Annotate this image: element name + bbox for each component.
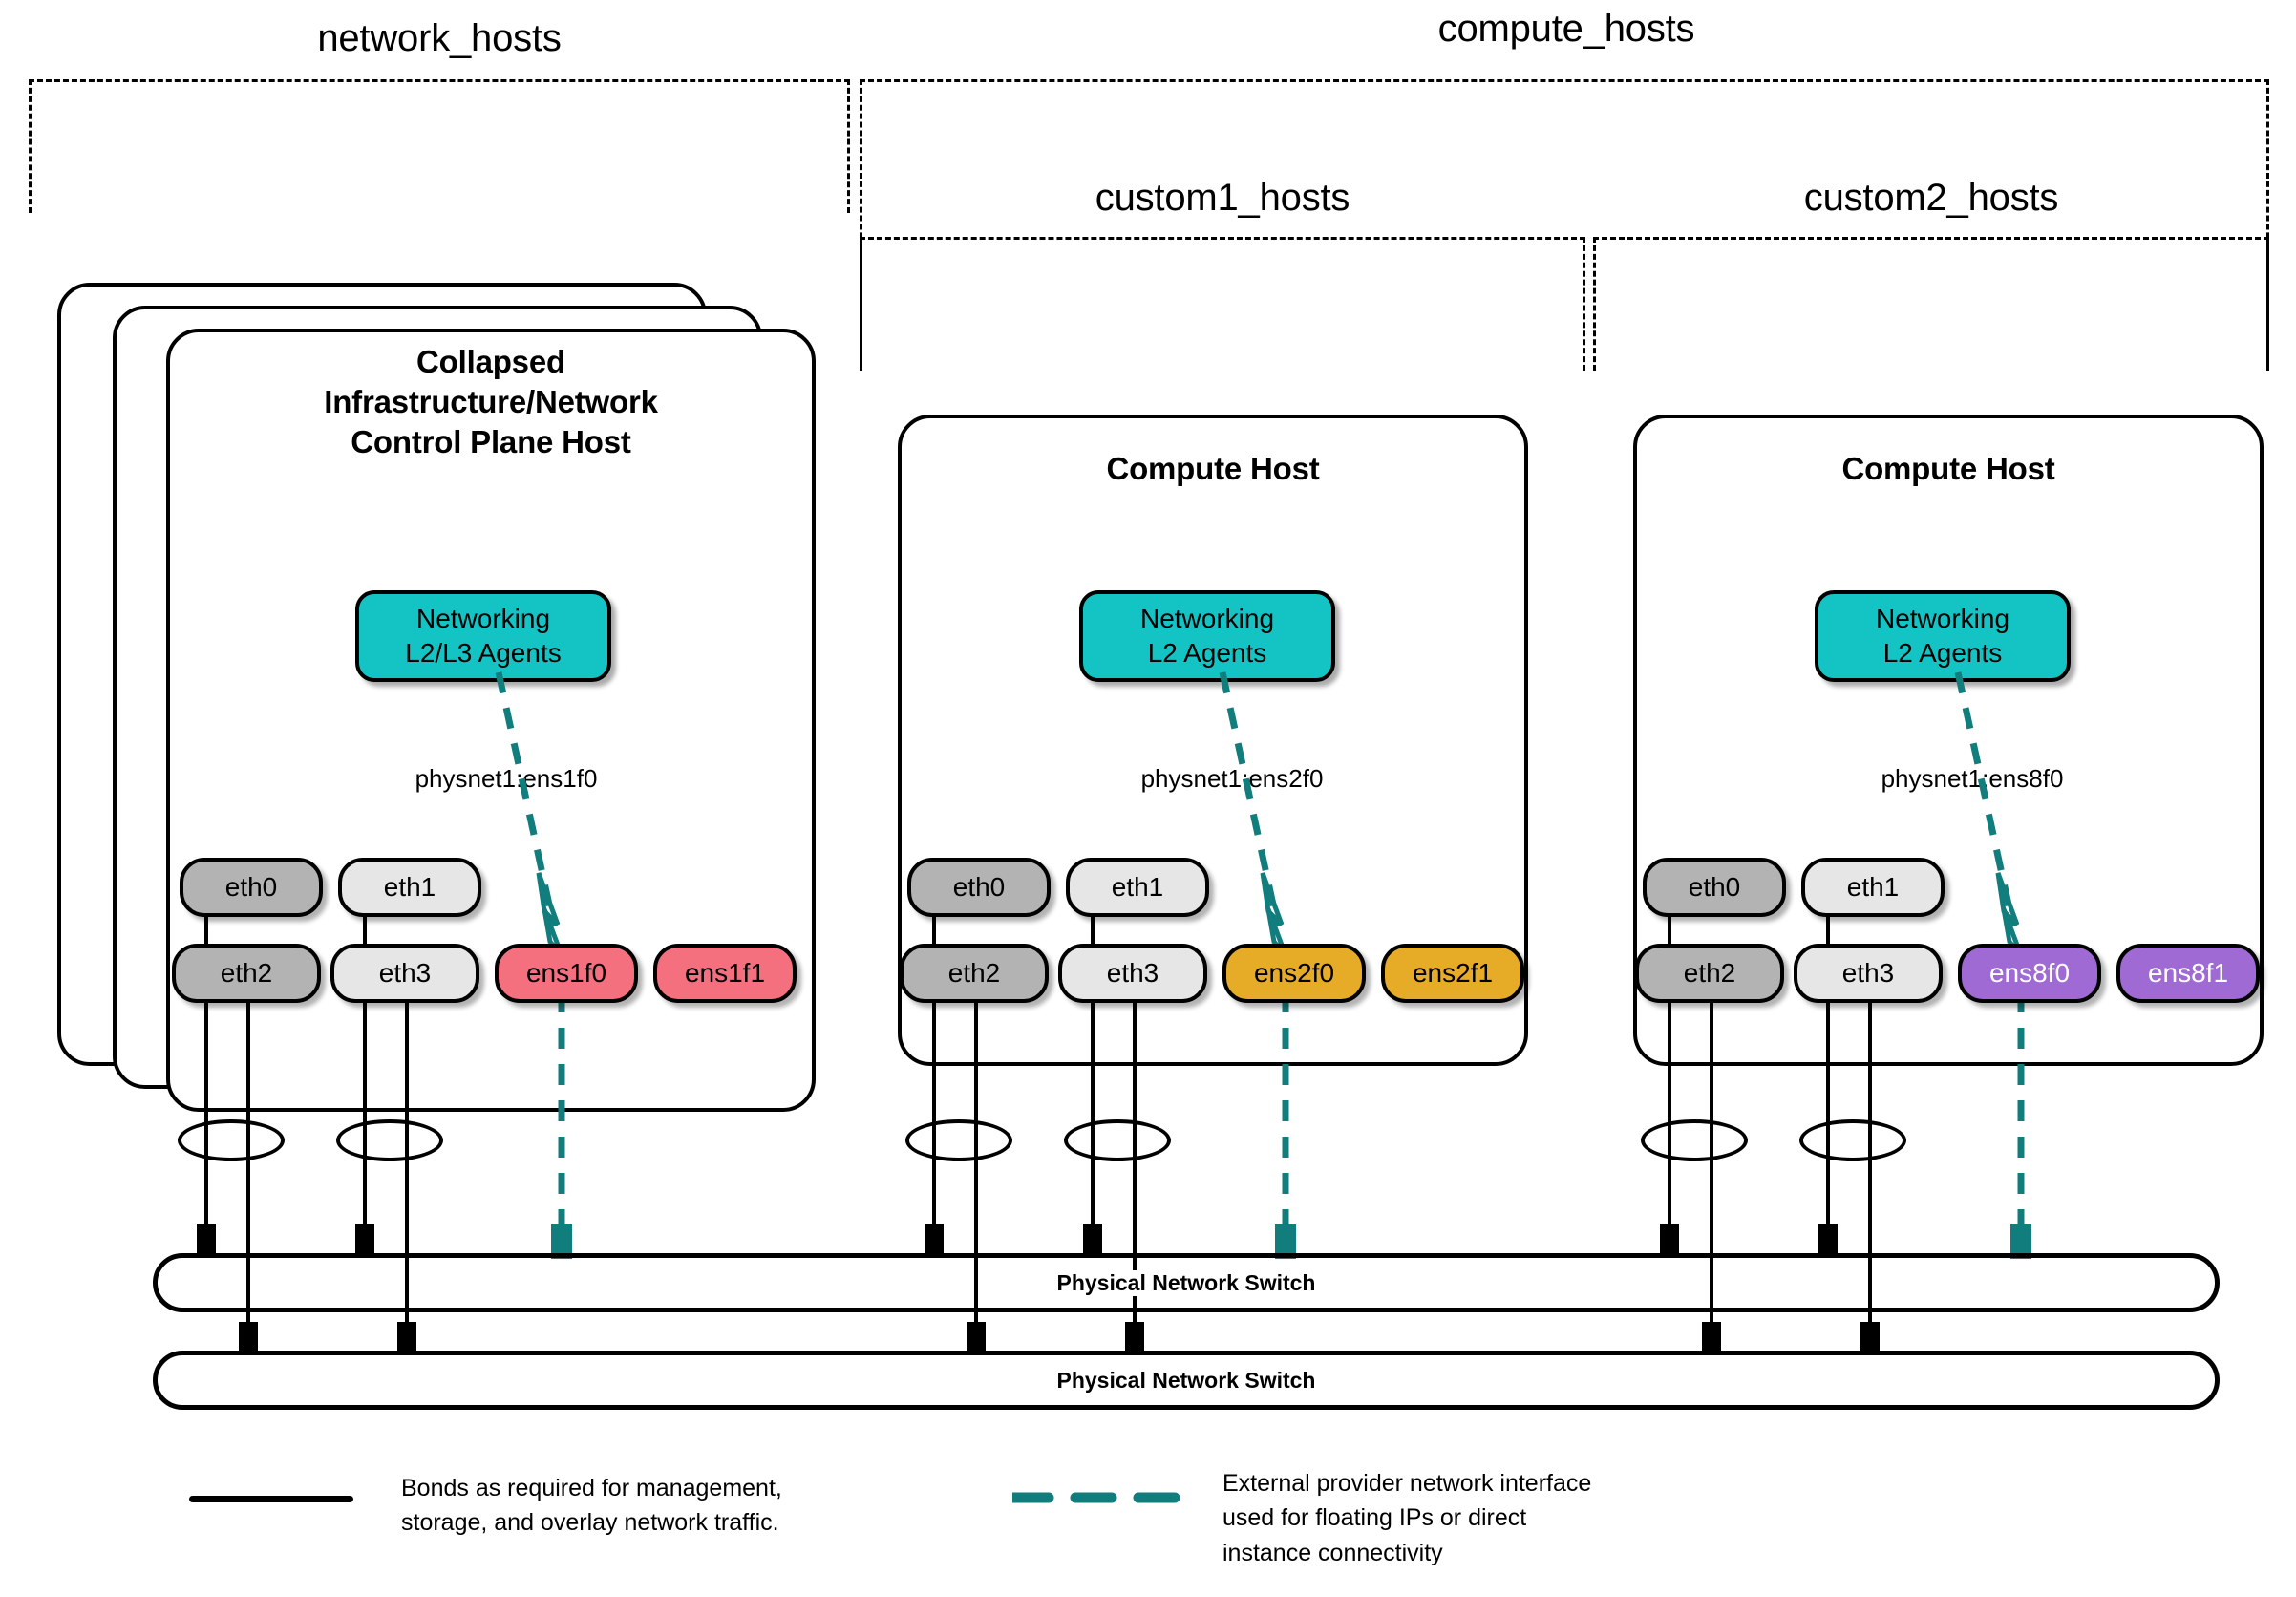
bond-ellipse-compute-2-b <box>1799 1119 1906 1161</box>
nic-ens2f1-compute-1[interactable]: ens2f1 <box>1381 944 1524 1003</box>
switch-port-eth2-control-plane <box>239 1322 258 1354</box>
nic-ens8f0-compute-2[interactable]: ens8f0 <box>1958 944 2101 1003</box>
agent-line-1: Networking <box>1875 603 2010 633</box>
agent-line-2: L2 Agents <box>1882 638 2003 668</box>
nic-eth1-control-plane[interactable]: eth1 <box>338 858 481 917</box>
agent-pill-compute-2[interactable]: Networking L2 Agents <box>1815 590 2071 682</box>
bond-ellipse-compute-2-a <box>1641 1119 1748 1161</box>
switch-port-eth1-compute-2 <box>1818 1224 1838 1257</box>
switch-port-eth3-compute-2 <box>1860 1322 1880 1354</box>
nic-eth0-control-plane[interactable]: eth0 <box>180 858 323 917</box>
switch-port-eth1-control-plane <box>355 1224 374 1257</box>
switch-port-eth3-control-plane <box>397 1322 416 1354</box>
nic-ens1f1-control-plane[interactable]: ens1f1 <box>653 944 797 1003</box>
bond-ellipse-control-plane-a <box>178 1119 285 1161</box>
switch-top-label: Physical Network Switch <box>1047 1269 1326 1296</box>
nic-ens2f0-compute-1[interactable]: ens2f0 <box>1222 944 1366 1003</box>
nic-eth2-compute-2[interactable]: eth2 <box>1635 944 1784 1003</box>
switch-bottom-label: Physical Network Switch <box>1047 1367 1326 1394</box>
nic-eth0-compute-2[interactable]: eth0 <box>1643 858 1786 917</box>
switch-port-eth2-compute-2 <box>1702 1322 1721 1354</box>
agent-pill-compute-1[interactable]: Networking L2 Agents <box>1079 590 1335 682</box>
physnet-label-compute-2: physnet1:ens8f0 <box>1881 764 2064 793</box>
wire-eth0-control-plane <box>204 905 208 1240</box>
nic-eth1-compute-2[interactable]: eth1 <box>1801 858 1945 917</box>
switch-bottom[interactable]: Physical Network Switch <box>153 1351 2220 1410</box>
group-label-custom1-hosts: custom1_hosts <box>1095 177 1350 219</box>
physnet-label-compute-1: physnet1:ens2f0 <box>1140 764 1324 793</box>
switch-port-eth2-compute-1 <box>967 1322 986 1354</box>
bond-ellipse-compute-1-a <box>905 1119 1012 1161</box>
group-label-custom2-hosts: custom2_hosts <box>1803 177 2059 219</box>
nic-eth3-compute-2[interactable]: eth3 <box>1794 944 1943 1003</box>
host-title-compute-1: Compute Host <box>1106 451 1320 486</box>
agent-line-1: Networking <box>415 603 551 633</box>
wire-eth1-compute-2 <box>1826 905 1830 1240</box>
bond-ellipse-control-plane-b <box>336 1119 443 1161</box>
nic-ens8f1-compute-2[interactable]: ens8f1 <box>2116 944 2260 1003</box>
legend-text-provider: External provider network interface used… <box>1222 1470 1592 1566</box>
group-box-compute-hosts <box>860 79 2269 366</box>
group-box-custom2-hosts <box>1593 237 2269 371</box>
switch-port-eth0-control-plane <box>197 1224 216 1257</box>
legend-swatch-provider <box>1012 1492 1184 1503</box>
agent-pill-control-plane[interactable]: Networking L2/L3 Agents <box>355 590 611 682</box>
nic-eth0-compute-1[interactable]: eth0 <box>907 858 1051 917</box>
switch-port-eth0-compute-1 <box>925 1224 944 1257</box>
agent-line-2: L2 Agents <box>1147 638 1267 668</box>
switch-port-eth1-compute-1 <box>1083 1224 1102 1257</box>
legend-text-bonds: Bonds as required for management, storag… <box>401 1475 782 1537</box>
wire-eth1-compute-1 <box>1091 905 1095 1240</box>
group-label-network-hosts: network_hosts <box>317 17 562 59</box>
bond-ellipse-compute-1-b <box>1064 1119 1171 1161</box>
agent-line-1: Networking <box>1139 603 1275 633</box>
switch-port-provider-control-plane <box>551 1224 572 1259</box>
host-title-control-plane: Collapsed Infrastructure/Network Control… <box>324 344 658 460</box>
nic-eth1-compute-1[interactable]: eth1 <box>1066 858 1209 917</box>
wire-eth0-compute-2 <box>1668 905 1671 1240</box>
wire-eth0-compute-1 <box>932 905 936 1240</box>
group-box-custom1-hosts <box>860 237 1585 371</box>
switch-port-provider-compute-2 <box>2010 1224 2031 1259</box>
switch-port-eth3-compute-1 <box>1125 1322 1144 1354</box>
nic-eth3-compute-1[interactable]: eth3 <box>1058 944 1207 1003</box>
switch-port-provider-compute-1 <box>1275 1224 1296 1259</box>
physnet-label-control-plane: physnet1:ens1f0 <box>415 764 598 793</box>
nic-eth3-control-plane[interactable]: eth3 <box>330 944 479 1003</box>
host-title-compute-2: Compute Host <box>1841 451 2055 486</box>
nic-ens1f0-control-plane[interactable]: ens1f0 <box>495 944 638 1003</box>
group-box-network-hosts <box>29 79 850 213</box>
agent-line-2: L2/L3 Agents <box>405 638 562 668</box>
switch-top[interactable]: Physical Network Switch <box>153 1253 2220 1312</box>
nic-eth2-compute-1[interactable]: eth2 <box>900 944 1049 1003</box>
legend-swatch-bonds <box>189 1496 353 1502</box>
group-label-compute-hosts: compute_hosts <box>1437 8 1695 50</box>
nic-eth2-control-plane[interactable]: eth2 <box>172 944 321 1003</box>
switch-port-eth0-compute-2 <box>1660 1224 1679 1257</box>
wire-eth1-control-plane <box>363 905 367 1240</box>
